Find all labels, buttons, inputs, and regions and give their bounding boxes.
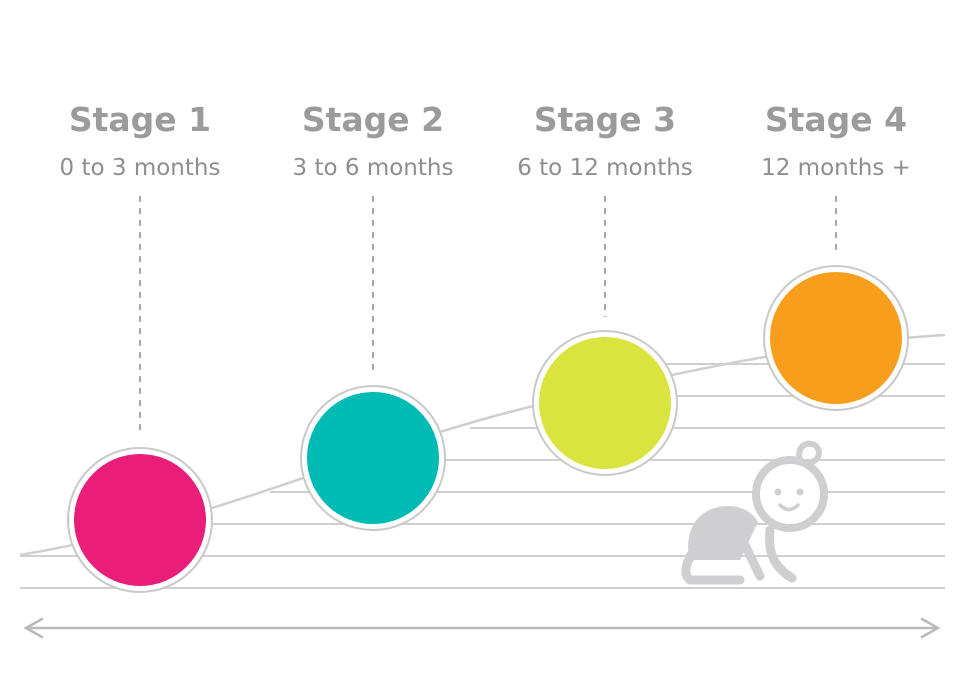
stage-age-range: 0 to 3 months — [60, 155, 221, 181]
stage-title: Stage 4 — [765, 100, 907, 139]
crawling-baby-icon — [681, 440, 828, 585]
stage-circle — [770, 272, 902, 404]
stage-4: Stage 4 12 months + — [761, 100, 911, 411]
stage-circle — [539, 337, 671, 469]
stage-1: Stage 1 0 to 3 months — [60, 100, 221, 593]
stage-age-range: 12 months + — [761, 155, 911, 181]
stage-age-range: 3 to 6 months — [293, 155, 454, 181]
stage-age-range: 6 to 12 months — [517, 155, 693, 181]
stage-2: Stage 2 3 to 6 months — [293, 100, 454, 531]
stages: Stage 1 0 to 3 months Stage 2 3 to 6 months… — [60, 100, 911, 593]
stage-3: Stage 3 6 to 12 months — [517, 100, 693, 476]
stage-title: Stage 2 — [302, 100, 444, 139]
stage-title: Stage 1 — [69, 100, 211, 139]
stage-circle — [307, 392, 439, 524]
stage-title: Stage 3 — [534, 100, 676, 139]
timeline-arrow — [23, 617, 941, 639]
stage-circle — [74, 454, 206, 586]
